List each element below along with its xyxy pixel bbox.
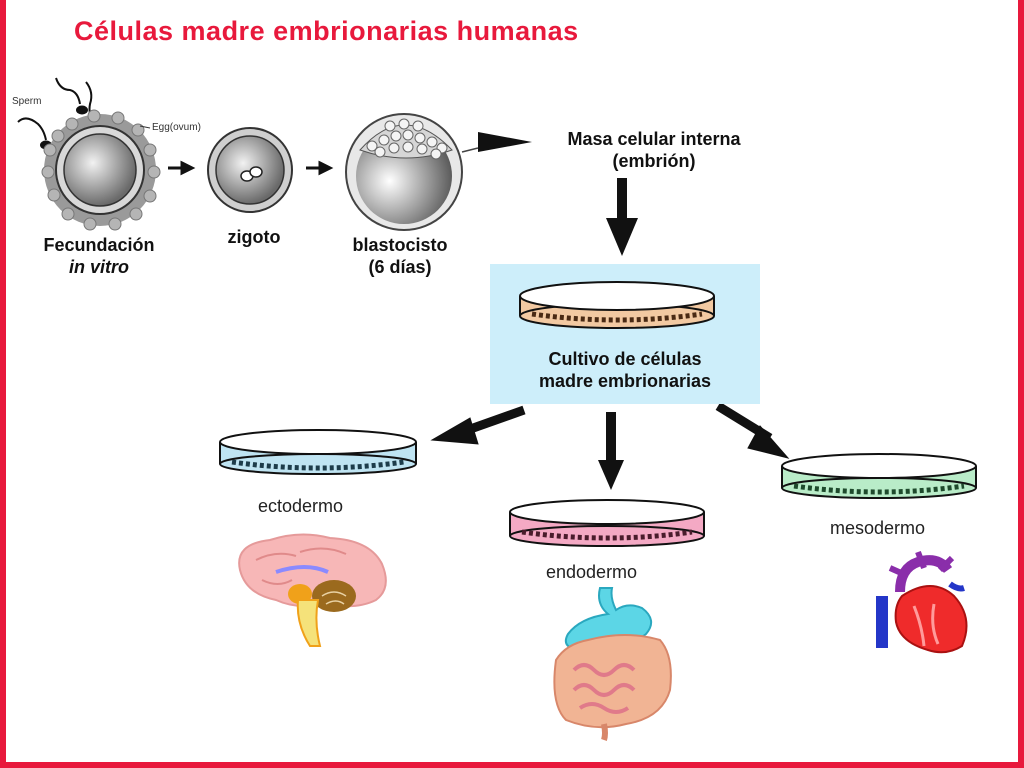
mesoderm-label: mesodermo bbox=[830, 518, 926, 538]
inner-cell-mass-label: Masa celular interna (embrión) bbox=[536, 128, 772, 172]
sperm-label: Sperm bbox=[12, 96, 42, 107]
endoderm-petri-dish bbox=[509, 499, 705, 547]
blastocyst-line2: (6 días) bbox=[368, 257, 432, 277]
culture-line2: madre embrionarias bbox=[538, 371, 712, 391]
mesoderm-petri-dish bbox=[781, 453, 977, 499]
endoderm-label: endodermo bbox=[546, 562, 638, 582]
ectoderm-label: ectodermo bbox=[258, 496, 344, 516]
fertilization-line1: Fecundación bbox=[43, 235, 155, 255]
zygote-icon bbox=[207, 127, 293, 213]
inner-mass-line2: (embrión) bbox=[612, 151, 696, 171]
arrow-icon bbox=[168, 160, 334, 176]
arrow-down-icon bbox=[606, 178, 638, 256]
arrow-icon bbox=[430, 402, 790, 490]
zygote-label: zigoto bbox=[227, 227, 281, 247]
brain-icon bbox=[238, 533, 387, 647]
digestive-system-icon bbox=[553, 587, 672, 741]
blastocyst-line1: blastocisto bbox=[352, 235, 448, 255]
fertilization-label: Fecundación in vitro bbox=[14, 234, 184, 278]
fertilization-line2: in vitro bbox=[68, 257, 129, 277]
egg-cell-icon bbox=[41, 109, 161, 231]
heart-icon bbox=[876, 550, 968, 654]
culture-line1: Cultivo de células bbox=[548, 349, 702, 369]
culture-label: Cultivo de células madre embrionarias bbox=[496, 348, 754, 392]
inner-mass-line1: Masa celular interna bbox=[567, 129, 741, 149]
blastocyst-icon bbox=[345, 113, 463, 231]
arrow-icon bbox=[478, 132, 532, 152]
ectoderm-petri-dish bbox=[219, 429, 417, 475]
egg-label: Egg(ovum) bbox=[152, 122, 201, 133]
page-title: Células madre embrionarias humanas bbox=[74, 16, 579, 46]
blastocyst-label: blastocisto (6 días) bbox=[330, 234, 470, 278]
